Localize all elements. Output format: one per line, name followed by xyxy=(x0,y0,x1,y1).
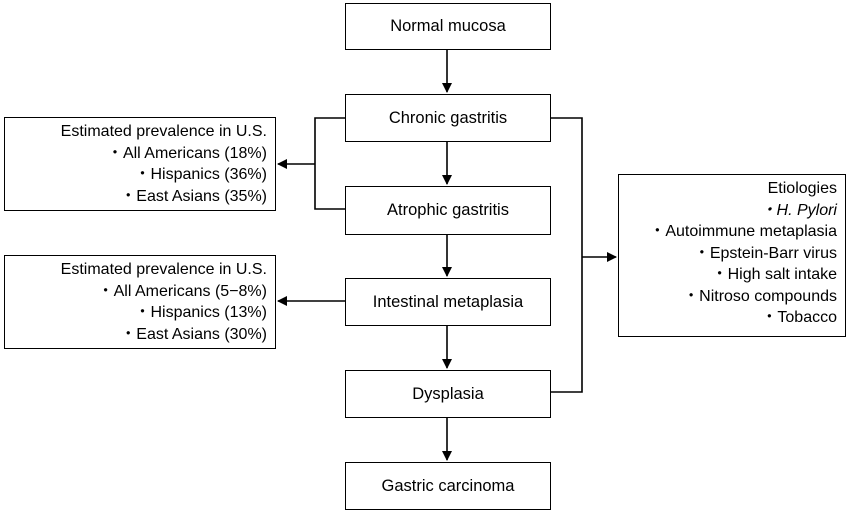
etiology-item: ・Epstein-Barr virus xyxy=(693,244,837,262)
etiology-item: ・High salt intake xyxy=(711,266,837,283)
prevalence-atrophic-title: Estimated prevalence in U.S. xyxy=(60,123,267,140)
prevalence-metaplasia-title: Estimated prevalence in U.S. xyxy=(60,261,267,278)
etiology-item: ・Tobacco xyxy=(761,309,837,326)
stage-normal-mucosa-label: Normal mucosa xyxy=(390,17,506,35)
stage-atrophic-gastritis: Atrophic gastritis xyxy=(345,186,551,235)
prevalence-metaplasia-item: ・Hispanics (13%) xyxy=(134,304,268,321)
bracket-chronic-atrophic xyxy=(314,117,345,210)
etiology-item: ・Autoimmune metaplasia xyxy=(649,223,837,240)
etiology-item: ・Nitroso compounds xyxy=(683,287,837,305)
etiology-item-h-pylori: ・H. Pylori xyxy=(760,201,837,219)
prevalence-box-metaplasia: Estimated prevalence in U.S. ・All Americ… xyxy=(4,255,276,349)
stage-chronic-gastritis: Chronic gastritis xyxy=(345,94,551,142)
stage-intestinal-metaplasia-label: Intestinal metaplasia xyxy=(372,292,524,311)
prevalence-atrophic-item: ・Hispanics (36%) xyxy=(134,166,268,183)
stage-intestinal-metaplasia: Intestinal metaplasia xyxy=(345,278,551,326)
etiologies-box: Etiologies ・H. Pylori ・Autoimmune metapl… xyxy=(618,174,846,337)
prevalence-atrophic-item: ・East Asians (35%) xyxy=(120,187,267,205)
prevalence-box-atrophic: Estimated prevalence in U.S. ・All Americ… xyxy=(4,117,276,211)
stage-gastric-carcinoma-label: Gastric carcinoma xyxy=(381,476,515,495)
bracket-chronic-dysplasia xyxy=(551,117,583,393)
stage-chronic-gastritis-label: Chronic gastritis xyxy=(388,108,508,127)
stage-gastric-carcinoma: Gastric carcinoma xyxy=(345,462,551,510)
prevalence-atrophic-item: ・All Americans (18%) xyxy=(106,144,267,162)
stage-dysplasia-label: Dysplasia xyxy=(412,384,484,403)
stage-atrophic-gastritis-label: Atrophic gastritis xyxy=(387,201,509,219)
etiologies-title: Etiologies xyxy=(767,180,837,197)
prevalence-metaplasia-item: ・East Asians (30%) xyxy=(120,325,267,343)
stage-normal-mucosa: Normal mucosa xyxy=(345,3,551,50)
stage-dysplasia: Dysplasia xyxy=(345,370,551,418)
prevalence-metaplasia-item: ・All Americans (5−8%) xyxy=(97,282,267,300)
